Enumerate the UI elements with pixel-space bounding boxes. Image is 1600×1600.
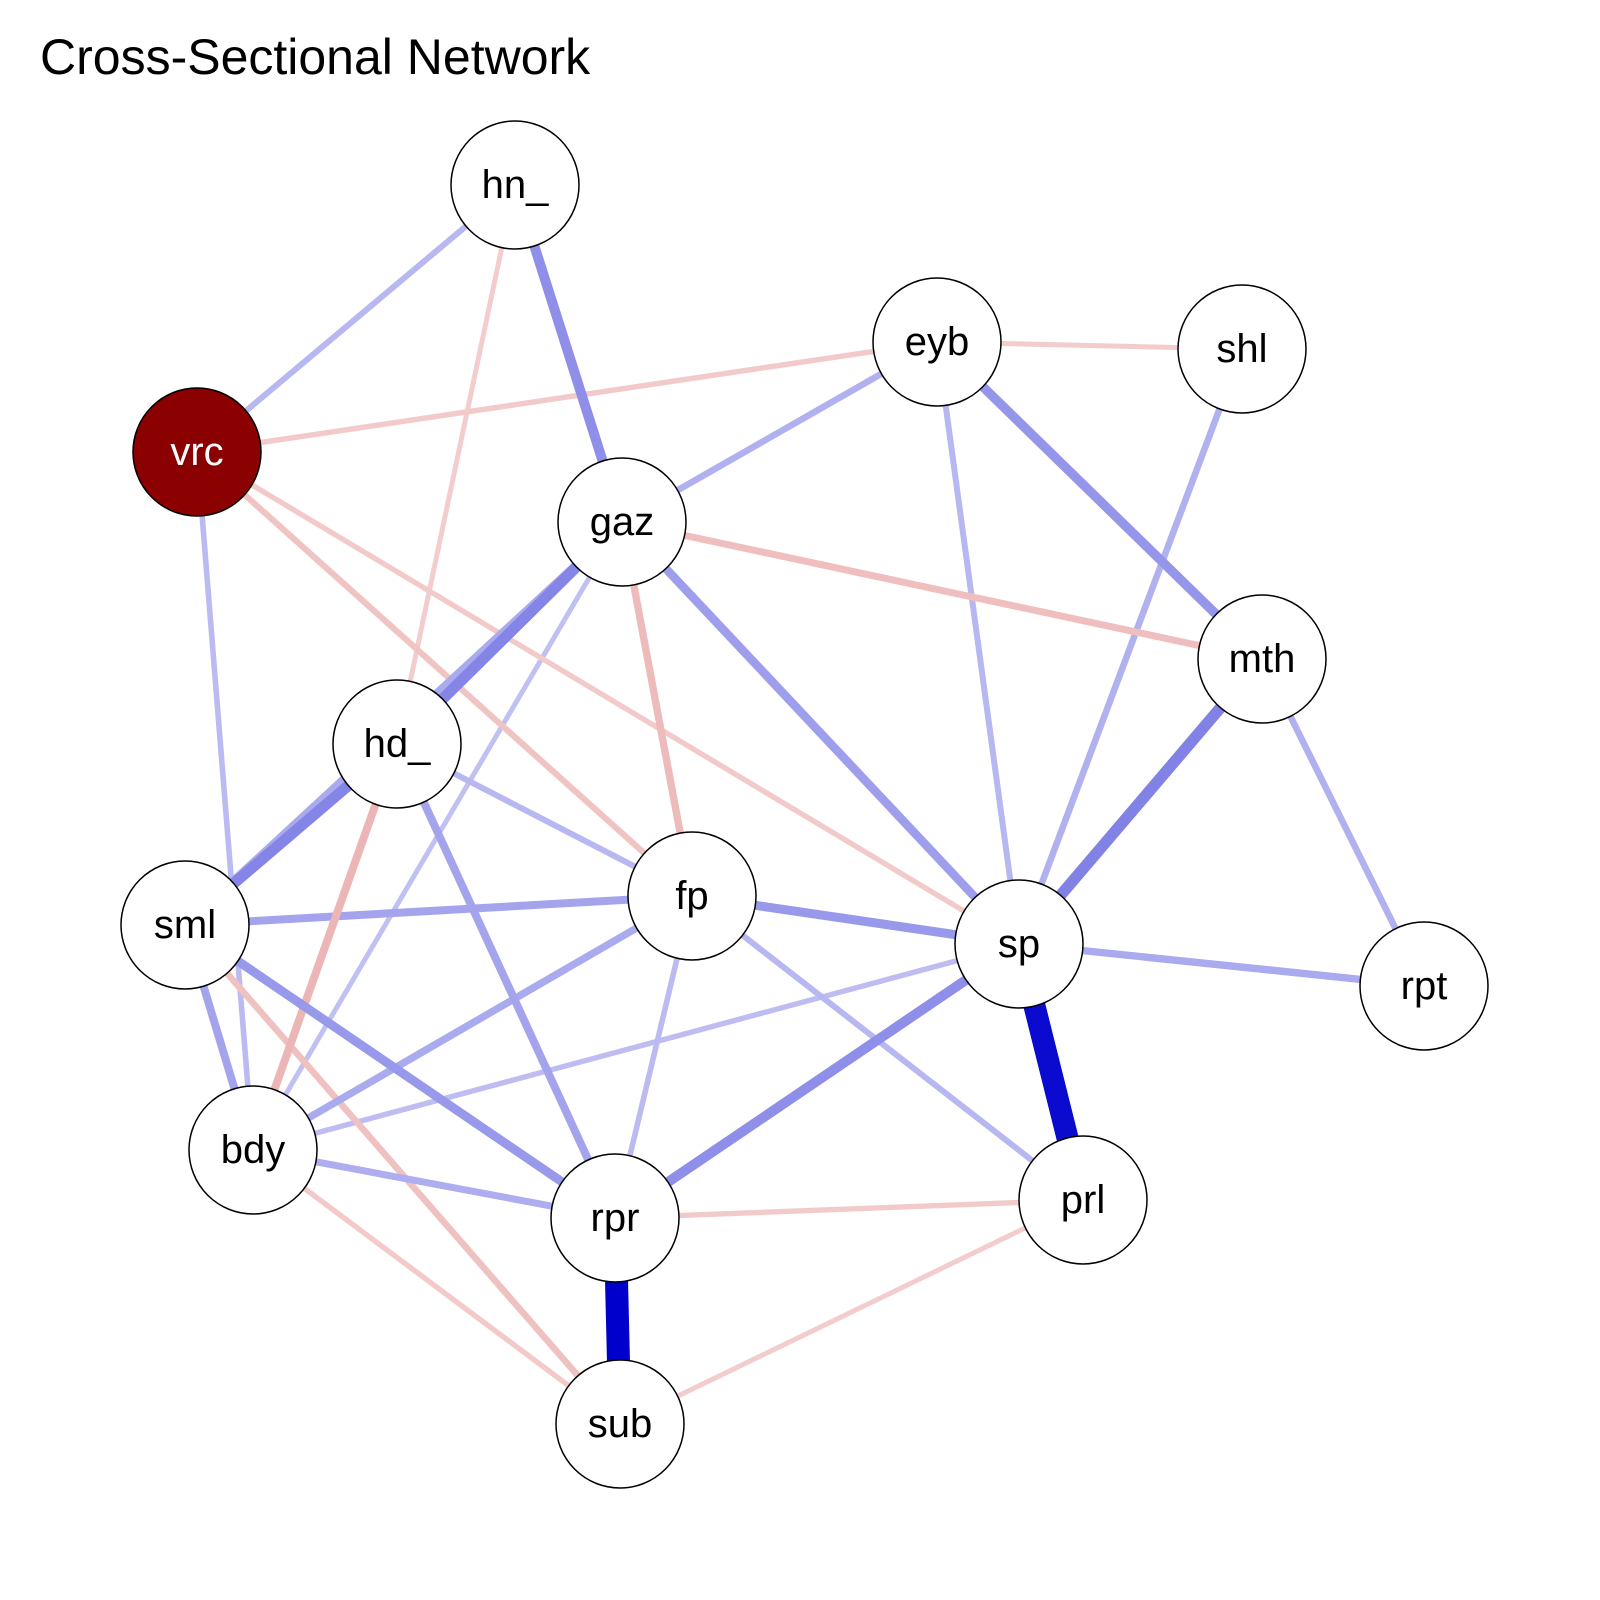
node-circle-hn_ (450, 120, 580, 250)
edge-hd_-bdy (249, 742, 401, 1152)
node-label-prl: prl (1061, 1178, 1105, 1222)
edge-bdy-sp (252, 941, 1020, 1153)
node-sub: sub (555, 1359, 685, 1489)
node-circle-shl (1177, 284, 1307, 414)
node-circle-rpr (550, 1153, 680, 1283)
node-rpt: rpt (1359, 921, 1489, 1051)
node-fp: fp (627, 831, 757, 961)
node-label-sml: sml (154, 903, 216, 947)
node-circle-hd_ (332, 679, 462, 809)
node-label-hn_: hn_ (482, 163, 549, 207)
edge-shl-sp (1015, 347, 1246, 946)
edge-vrc-eyb (196, 339, 938, 455)
node-label-fp: fp (675, 874, 708, 918)
node-circle-gaz (557, 457, 687, 587)
node-bdy: bdy (188, 1085, 318, 1215)
edge-sml-rpr (182, 921, 618, 1222)
edge-bdy-fp (251, 892, 694, 1154)
node-circle-bdy (188, 1085, 318, 1215)
node-label-gaz: gaz (590, 500, 655, 544)
node-label-rpr: rpr (591, 1196, 640, 1240)
node-circle-sp (954, 879, 1084, 1009)
node-label-sp: sp (998, 922, 1040, 966)
node-prl: prl (1018, 1135, 1148, 1265)
node-rpr: rpr (550, 1153, 680, 1283)
edge-sub-prl (618, 1197, 1085, 1427)
edge-fp-prl (690, 893, 1085, 1203)
edge-gaz-mth (621, 518, 1263, 663)
node-hd_: hd_ (332, 679, 462, 809)
edge-vrc-fp (194, 449, 695, 899)
node-mth: mth (1197, 594, 1327, 724)
chart-title: Cross-Sectional Network (40, 29, 591, 85)
node-sml: sml (120, 860, 250, 990)
node-label-eyb: eyb (905, 320, 970, 364)
node-label-vrc: vrc (170, 430, 223, 474)
node-circle-eyb (872, 277, 1002, 407)
edge-sml-fp (184, 892, 693, 929)
edge-sp-rpt (1018, 940, 1425, 990)
edge-sml-sub (182, 922, 623, 1427)
node-circle-rpt (1359, 921, 1489, 1051)
edge-vrc-bdy (194, 451, 256, 1151)
nodes-layer: hn_eyb shl vrc gaz mth hd_sml fp sp rpt bdy rpr prl… (120, 120, 1489, 1489)
edge-vrc-sp (195, 449, 1021, 947)
node-vrc: vrc (132, 387, 262, 517)
edge-gaz-sp (618, 519, 1023, 947)
node-circle-vrc (132, 387, 262, 517)
edge-rpr-prl (614, 1197, 1084, 1221)
edge-hn_-vrc (195, 182, 517, 455)
edge-sp-rpr (612, 939, 1022, 1223)
node-hn_: hn_ (450, 120, 580, 250)
node-circle-mth (1197, 594, 1327, 724)
node-shl: shl (1177, 284, 1307, 414)
node-circle-prl (1018, 1135, 1148, 1265)
node-label-hd_: hd_ (364, 722, 431, 766)
edge-eyb-mth (933, 338, 1266, 663)
node-label-sub: sub (588, 1402, 653, 1446)
node-gaz: gaz (557, 457, 687, 587)
edge-eyb-sp (934, 341, 1022, 945)
node-label-shl: shl (1216, 327, 1267, 371)
node-eyb: eyb (872, 277, 1002, 407)
node-sp: sp (954, 879, 1084, 1009)
node-label-bdy: bdy (221, 1128, 286, 1172)
node-circle-sml (120, 860, 250, 990)
node-circle-fp (627, 831, 757, 961)
node-label-mth: mth (1229, 637, 1296, 681)
edge-bdy-sub (251, 1147, 622, 1427)
node-circle-sub (555, 1359, 685, 1489)
edge-hd_-rpr (393, 742, 619, 1220)
node-label-rpt: rpt (1401, 964, 1448, 1008)
